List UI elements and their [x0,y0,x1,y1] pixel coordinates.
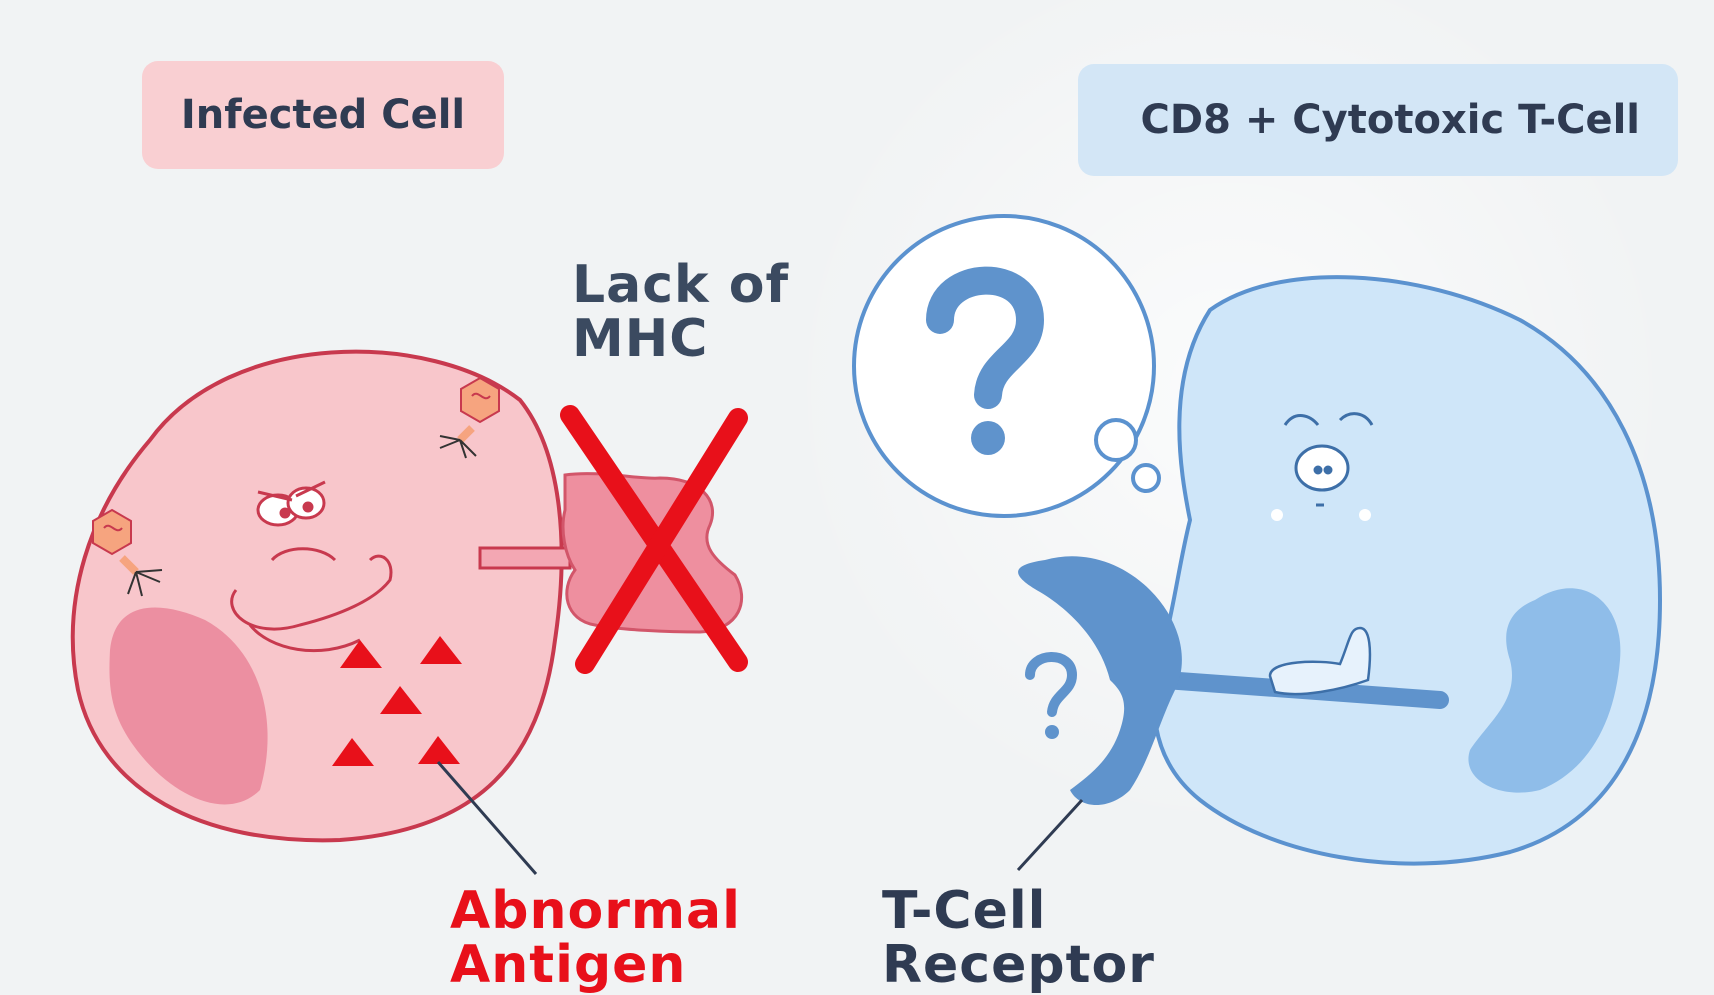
question-mark-icon [926,266,1045,455]
red-x-icon [560,405,748,674]
tcell-face [1271,412,1374,521]
infected-cell-face [230,480,393,653]
antigen-triangle-icon [332,636,462,766]
t-cell-receptor-line1: T-Cell [882,881,1047,941]
cytotoxic-tcell [1152,275,1663,866]
t-cell-receptor-line2: Receptor [882,935,1155,995]
abnormal-antigen-line2: Antigen [450,935,687,995]
cytotoxic-tcell-label-text: CD8 + Cytotoxic T-Cell [1140,97,1640,143]
tcell-hand [1268,626,1372,696]
t-cell-receptor [1018,556,1182,805]
cytotoxic-tcell-label: CD8 + Cytotoxic T-Cell [1078,64,1678,176]
infected-cell [70,349,744,843]
question-mark-icon [1025,652,1078,739]
abnormal-antigen-line1: Abnormal [450,881,741,941]
antigen-pointer-line [436,761,538,875]
tcell-nucleus [1468,588,1621,793]
abnormal-antigen-label: Abnormal Antigen [450,884,741,992]
t-cell-receptor-label: T-Cell Receptor [882,884,1155,992]
infected-cell-label-text: Infected Cell [180,92,466,138]
mhc-stalk [478,546,572,570]
infected-cell-label: Infected Cell [142,61,504,169]
thought-bubble [852,214,1161,518]
virus-icon [439,376,500,459]
lack-of-mhc-label: Lack of MHC [572,258,789,366]
receptor-pointer-line [1016,798,1084,872]
virus-icon [92,508,163,597]
lack-of-mhc-line2: MHC [572,309,709,369]
infected-nucleus [109,607,268,805]
lack-of-mhc-line1: Lack of [572,255,790,315]
